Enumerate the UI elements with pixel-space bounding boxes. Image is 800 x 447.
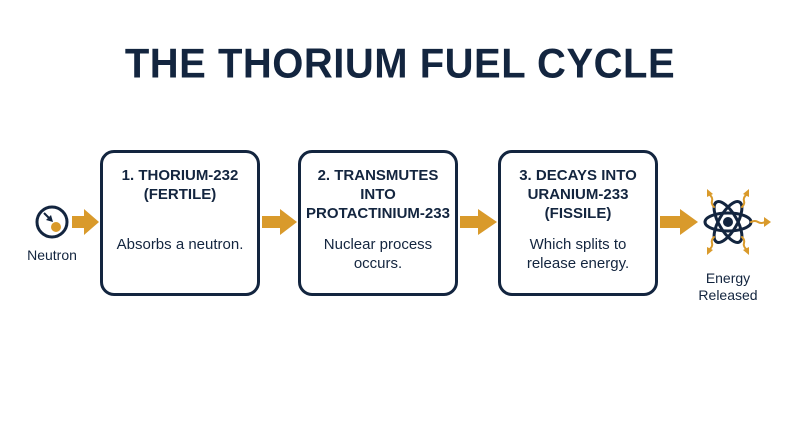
page-title: THE THORIUM FUEL CYCLE (124, 40, 676, 88)
step-title: 1. THORIUM-232 (FERTILE) (121, 167, 239, 203)
arrow-step2-to-step3 (460, 209, 497, 235)
step-description: Nuclear process occurs. (323, 236, 433, 272)
step-title: 2. TRANSMUTES INTO PROTACTINIUM-233 (306, 167, 450, 222)
arrow-step3-to-energy (660, 209, 698, 235)
step-description: Absorbs a neutron. (116, 236, 244, 253)
energy-released-label: Energy Released (698, 270, 758, 303)
atom-energy-icon (703, 189, 771, 255)
step-box-1: 1. THORIUM-232 (FERTILE) Absorbs a neutr… (100, 150, 260, 296)
neutron-icon (35, 205, 69, 239)
step-title: 3. DECAYS INTO URANIUM-233 (FISSILE) (519, 167, 637, 222)
step-description: Which splits to release energy. (526, 236, 630, 272)
neutron-label: Neutron (27, 247, 77, 263)
step-box-3: 3. DECAYS INTO URANIUM-233 (FISSILE) Whi… (498, 150, 658, 296)
step-box-2: 2. TRANSMUTES INTO PROTACTINIUM-233 Nucl… (298, 150, 458, 296)
arrow-step1-to-step2 (262, 209, 297, 235)
arrow-neutron-to-step1 (72, 209, 99, 235)
